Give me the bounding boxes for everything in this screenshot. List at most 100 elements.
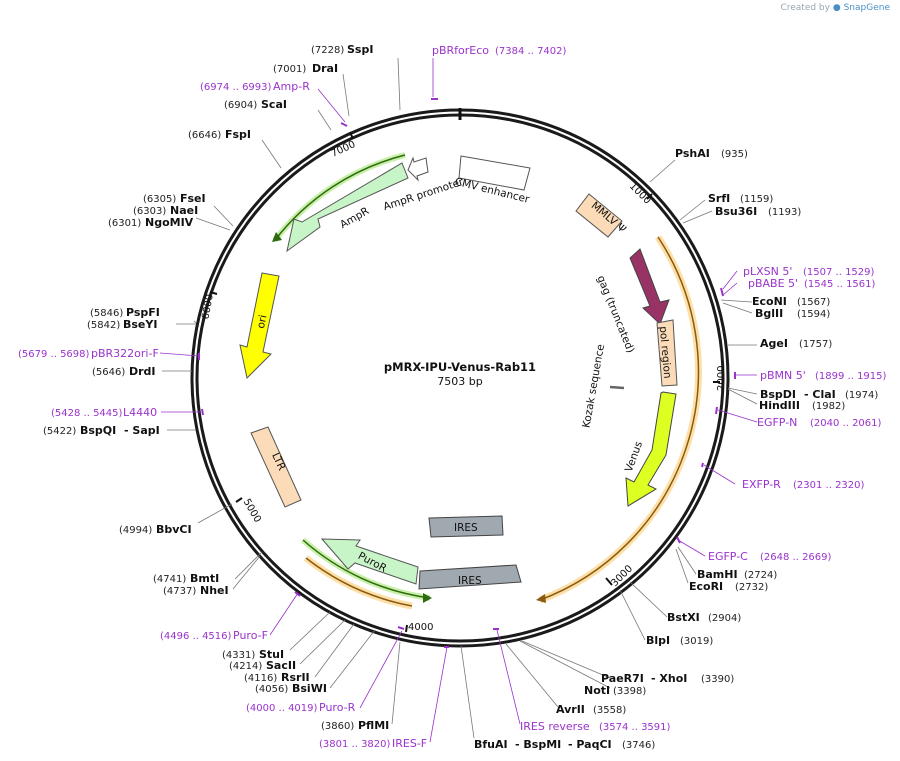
- gag-truncated-feature[interactable]: [629, 248, 670, 325]
- site-avrii-name[interactable]: AvrII: [556, 703, 585, 716]
- site-bglii-name[interactable]: BglII: [755, 307, 783, 320]
- site-nhei-name[interactable]: NheI: [200, 584, 229, 597]
- primer-plxsn-name[interactable]: pLXSN 5': [743, 265, 792, 278]
- site-bspdi-name[interactable]: BspDI: [760, 388, 796, 401]
- primer-labels: pBRforEco (7384 .. 7402) (6974 .. 6993) …: [18, 44, 887, 750]
- site-bstxi-position: (2904): [708, 613, 741, 624]
- site-noti-name[interactable]: NotI: [584, 684, 610, 697]
- site-psha-position: (935): [721, 149, 748, 160]
- ires-outer-feature[interactable]: [418, 564, 522, 590]
- site-econi-name[interactable]: EcoNI: [752, 295, 787, 308]
- ori-label: ori: [255, 314, 270, 330]
- site-rsrii-name[interactable]: RsrII: [281, 671, 310, 684]
- primer-purof-position: (4496 .. 4516): [160, 631, 232, 642]
- site-bfuai-name[interactable]: BfuAI: [474, 738, 508, 751]
- site-sspi-name[interactable]: SspI: [347, 43, 373, 56]
- mmlv-psi-feature[interactable]: [575, 193, 623, 238]
- site-pspfi-name[interactable]: PspFI: [126, 306, 160, 319]
- site-paer7i-name[interactable]: PaeR7I: [601, 672, 644, 685]
- site-bsu36i-position: (1193): [768, 207, 801, 218]
- primer-iresrev-name[interactable]: IRES reverse: [520, 720, 590, 733]
- site-paqci-name[interactable]: - PaqCI: [568, 738, 612, 751]
- site-fspi-name[interactable]: FspI: [225, 128, 251, 141]
- site-stui-position: (4331): [222, 650, 255, 661]
- site-sacii-name[interactable]: SacII: [266, 659, 296, 672]
- site-ecori-name[interactable]: EcoRI: [689, 580, 723, 593]
- site-noti-position: (3398): [613, 686, 646, 697]
- site-fsei-name[interactable]: FseI: [180, 192, 206, 205]
- site-pflmi-name[interactable]: PflMI: [358, 719, 389, 732]
- primer-egfpc-position: (2648 .. 2669): [760, 552, 832, 563]
- site-agei-name[interactable]: AgeI: [760, 337, 788, 350]
- pol-region-label: pol region: [657, 326, 674, 379]
- site-fsei-position: (6305): [143, 194, 176, 205]
- site-psha-name[interactable]: PshAI: [675, 147, 710, 160]
- ampr-promoter-feature[interactable]: [407, 156, 429, 182]
- pol-region-feature[interactable]: [656, 319, 678, 387]
- site-drdi-name[interactable]: DrdI: [129, 365, 156, 378]
- tick-4000: 4000: [408, 622, 433, 633]
- primer-pbmn-name[interactable]: pBMN 5': [760, 369, 806, 382]
- primer-egfpc-name[interactable]: EGFP-C: [708, 550, 748, 563]
- site-bseyi-position: (5842): [87, 320, 120, 331]
- ampr-feature[interactable]: [286, 162, 409, 253]
- site-stui-name[interactable]: StuI: [259, 648, 284, 661]
- primer-l4440-position: (5428 .. 5445): [51, 408, 123, 419]
- site-hindiii-name[interactable]: HindIII: [759, 399, 800, 412]
- site-ngomiv-name[interactable]: NgoMIV: [145, 216, 194, 229]
- green-track-puro: [302, 539, 431, 599]
- site-drai-name[interactable]: DraI: [312, 62, 338, 75]
- orange-track-right-arrowhead: [536, 594, 546, 603]
- plasmid-size: 7503 bp: [437, 375, 482, 388]
- primer-ampr-name[interactable]: Amp-R: [273, 80, 310, 93]
- site-bsiwi-name[interactable]: BsiWI: [292, 682, 327, 695]
- site-bsu36i-name[interactable]: Bsu36I: [715, 205, 757, 218]
- cmv-enhancer-feature[interactable]: [458, 155, 531, 191]
- site-bamhi-name[interactable]: BamHI: [697, 568, 738, 581]
- site-agei-position: (1757): [799, 339, 832, 350]
- ires-inner-feature[interactable]: [428, 515, 504, 538]
- site-bstxi-name[interactable]: BstXI: [667, 611, 700, 624]
- ltr-feature[interactable]: [250, 426, 302, 508]
- primer-iresf-name[interactable]: IRES-F: [392, 737, 427, 750]
- site-naei-position: (6303): [133, 206, 166, 217]
- site-fspi-position: (6646): [188, 130, 221, 141]
- site-xhoi-name[interactable]: - XhoI: [651, 672, 687, 685]
- primer-purof-name[interactable]: Puro-F: [233, 629, 268, 642]
- primer-exfpr-name[interactable]: EXFP-R: [742, 478, 781, 491]
- puror-feature[interactable]: [320, 538, 419, 585]
- site-clai-name[interactable]: - ClaI: [804, 388, 836, 401]
- site-bbvci-name[interactable]: BbvCI: [156, 523, 192, 536]
- primer-iresrev-position: (3574 .. 3591): [599, 722, 671, 733]
- primer-pbabe-name[interactable]: pBABE 5': [748, 277, 798, 290]
- ires-outer-label: IRES: [458, 575, 482, 587]
- site-bspqi-position: (5422): [43, 426, 76, 437]
- site-scai-name[interactable]: ScaI: [261, 98, 287, 111]
- primer-l4440-name[interactable]: L4440: [123, 406, 157, 419]
- site-drai-position: (7001): [273, 64, 306, 75]
- site-blpi-name[interactable]: BlpI: [646, 634, 670, 647]
- ampr-label: AmpR: [338, 205, 371, 231]
- site-bspmi-name[interactable]: - BspMI: [515, 738, 561, 751]
- site-bseyi-name[interactable]: BseYI: [123, 318, 157, 331]
- green-track-amp-arrowhead: [272, 232, 282, 242]
- site-srfi-name[interactable]: SrfI: [708, 192, 730, 205]
- site-nhei-position: (4737): [163, 586, 196, 597]
- primer-egfpn-name[interactable]: EGFP-N: [757, 416, 797, 429]
- primer-pbr322orif-name[interactable]: pBR322ori-F: [91, 347, 159, 360]
- tick-6000: 6000: [201, 293, 216, 320]
- primer-pbrforeco-name[interactable]: pBRforEco: [432, 44, 489, 57]
- tick-5000: 5000: [241, 497, 263, 525]
- green-track-amp: [274, 154, 406, 241]
- venus-feature[interactable]: [625, 391, 677, 507]
- site-bspqi-name[interactable]: BspQI: [80, 424, 116, 437]
- site-bmti-name[interactable]: BmtI: [190, 572, 219, 585]
- site-naei-name[interactable]: NaeI: [170, 204, 198, 217]
- site-sapi-name[interactable]: - SapI: [124, 424, 160, 437]
- snapgene-logo: ●: [832, 3, 841, 13]
- primer-puror-name[interactable]: Puro-R: [319, 701, 356, 714]
- ori-feature[interactable]: [239, 272, 280, 380]
- site-ngomiv-position: (6301): [108, 218, 141, 229]
- site-bmti-position: (4741): [153, 574, 186, 585]
